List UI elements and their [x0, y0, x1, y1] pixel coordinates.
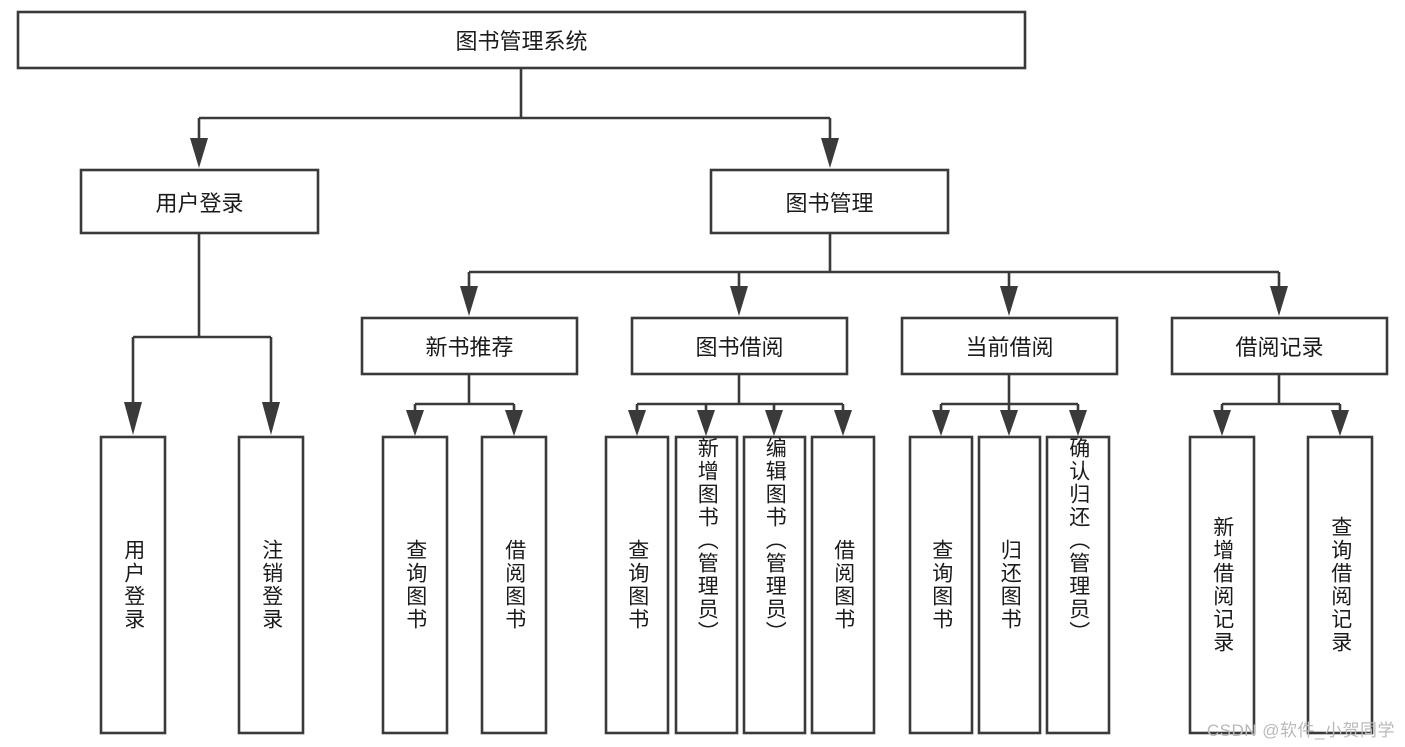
arrow-to-book-borrow — [730, 286, 748, 316]
leaf-box-user-login-2[interactable] — [237, 435, 305, 735]
arrow-currentborrow-leaf-2 — [1000, 410, 1018, 436]
leaf-box-book-borrow-2[interactable] — [674, 435, 739, 735]
leaf-box-book-borrow-4[interactable] — [810, 435, 876, 735]
leaf-box-user-login-1[interactable] — [99, 435, 167, 735]
arrow-to-current-borrow — [1000, 286, 1018, 316]
node-book-manage[interactable] — [709, 168, 950, 235]
node-new-book-recommend[interactable] — [360, 316, 579, 376]
leaf-box-book-borrow-1[interactable] — [604, 435, 670, 735]
leaf-box-current-borrow-1[interactable] — [908, 435, 974, 735]
arrow-newbook-leaf-1 — [406, 410, 424, 436]
node-book-borrow[interactable] — [630, 316, 849, 376]
node-current-borrow[interactable] — [900, 316, 1119, 376]
leaf-box-borrow-record-1[interactable] — [1188, 435, 1256, 735]
leaf-box-new-book-2[interactable] — [480, 435, 548, 735]
arrow-currentborrow-leaf-3 — [1069, 410, 1087, 436]
arrow-userlogin-leaf-2 — [262, 402, 280, 435]
arrow-userlogin-leaf-1 — [124, 402, 142, 435]
leaf-box-current-borrow-2[interactable] — [977, 435, 1042, 735]
leaf-box-current-borrow-3[interactable] — [1045, 435, 1111, 735]
arrow-borrowrecord-leaf-1 — [1213, 410, 1231, 436]
node-borrow-record[interactable] — [1170, 316, 1389, 376]
node-user-login[interactable] — [79, 168, 320, 235]
arrow-borrowrecord-leaf-2 — [1331, 410, 1349, 436]
arrow-to-user-login — [190, 138, 208, 168]
arrow-to-borrow-record — [1270, 286, 1288, 316]
arrow-bookborrow-leaf-3 — [765, 410, 783, 436]
leaf-box-book-borrow-3[interactable] — [742, 435, 807, 735]
arrow-to-book-manage — [821, 138, 839, 168]
arrow-bookborrow-leaf-1 — [628, 410, 646, 436]
leaf-box-borrow-record-2[interactable] — [1306, 435, 1374, 735]
arrow-bookborrow-leaf-4 — [834, 410, 852, 436]
node-root[interactable] — [16, 10, 1027, 70]
arrow-to-new-book-recommend — [460, 286, 478, 316]
arrow-currentborrow-leaf-1 — [932, 410, 950, 436]
arrow-bookborrow-leaf-2 — [697, 410, 715, 436]
leaf-box-new-book-1[interactable] — [381, 435, 449, 735]
arrow-newbook-leaf-2 — [505, 410, 523, 436]
